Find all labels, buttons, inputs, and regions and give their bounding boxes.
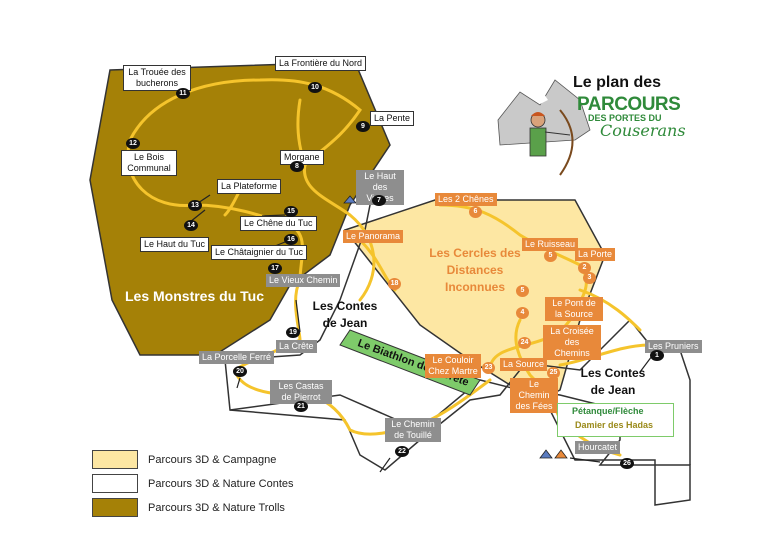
- label-source: La Source: [500, 358, 548, 371]
- legend-swatch-trolls: [92, 498, 138, 517]
- label-plateforme: La Plateforme: [217, 179, 282, 194]
- marker-18[interactable]: 18: [388, 278, 401, 290]
- marker-10[interactable]: 10: [308, 82, 322, 93]
- label-castas: Les Castas de Pierrot: [270, 380, 332, 404]
- label-trouee: La Trouée des bucherons: [123, 65, 191, 91]
- marker-20[interactable]: 20: [233, 366, 247, 377]
- marker-5b[interactable]: 5: [516, 285, 529, 297]
- marker-4[interactable]: 4: [516, 307, 529, 319]
- label-ruisseau: Le Ruisseau: [522, 238, 579, 251]
- marker-7[interactable]: 7: [372, 195, 386, 206]
- marker-1[interactable]: 1: [650, 350, 664, 361]
- zone-trolls-label: Les Monstres du Tuc: [125, 288, 264, 304]
- marker-19[interactable]: 19: [286, 327, 300, 338]
- label-frontiere: La Frontière du Nord: [275, 56, 367, 71]
- marker-3[interactable]: 3: [583, 272, 596, 284]
- legend-label-campagne: Parcours 3D & Campagne: [148, 453, 277, 466]
- zone-contes-left-label: Les Contes de Jean: [312, 299, 378, 330]
- label-crete: La Crête: [276, 340, 317, 353]
- label-chemin-touille: Le Chemin de Touillé: [385, 418, 441, 442]
- tent-icon: [343, 195, 568, 459]
- label-porte: La Porte: [575, 248, 616, 261]
- legend-swatch-campagne: [92, 450, 138, 469]
- marker-15[interactable]: 15: [284, 206, 298, 217]
- marker-5a[interactable]: 5: [544, 250, 557, 262]
- label-chataignier: Le Châtaignier du Tuc: [211, 245, 308, 260]
- zone-contes-right-label: Les Contes de Jean: [580, 366, 646, 397]
- marker-14[interactable]: 14: [184, 220, 198, 231]
- label-bois-communal: Le Bois Communal: [121, 150, 177, 176]
- marker-21[interactable]: 21: [294, 401, 308, 412]
- logo-parcours: PARCOURS: [577, 94, 681, 115]
- logo-portes: DES PORTES DU: [588, 113, 662, 123]
- label-vieux-chemin: Le Vieux Chemin: [266, 274, 341, 287]
- marker-26[interactable]: 26: [620, 458, 634, 469]
- marker-24[interactable]: 24: [518, 337, 531, 349]
- archer-illustration: [497, 79, 591, 176]
- marker-2[interactable]: 2: [578, 262, 591, 274]
- label-haut-tuc: Le Haut du Tuc: [140, 237, 210, 252]
- marker-22[interactable]: 22: [395, 446, 409, 457]
- legend-trolls: Parcours 3D & Nature Trolls: [92, 498, 285, 517]
- marker-17[interactable]: 17: [268, 263, 282, 274]
- label-couloir: Le Couloir Chez Martre: [425, 354, 481, 378]
- label-porcelle: La Porcelle Ferré: [199, 351, 275, 364]
- marker-23[interactable]: 23: [482, 362, 495, 374]
- label-pruniers: Les Pruniers: [645, 340, 702, 353]
- biathlon-bar: [339, 329, 481, 396]
- label-pente: La Pente: [370, 111, 415, 126]
- marker-11[interactable]: 11: [176, 88, 190, 99]
- marker-9[interactable]: 9: [356, 121, 370, 132]
- label-chene: Le Chêne du Tuc: [240, 216, 317, 231]
- zone-cercles-label: Les Cercles des Distances Inconnues: [429, 246, 521, 294]
- marker-12[interactable]: 12: [126, 138, 140, 149]
- legend-campagne: Parcours 3D & Campagne: [92, 450, 276, 469]
- label-chemin-fees: Le Chemin des Fées: [510, 378, 558, 413]
- legend-swatch-contes: [92, 474, 138, 493]
- marker-13[interactable]: 13: [188, 200, 202, 211]
- marker-16[interactable]: 16: [284, 234, 298, 245]
- label-morgane: Morgane: [280, 150, 324, 165]
- zone-trolls-area: [89, 61, 391, 356]
- label-petanque: Pétanque/Flèche: [572, 406, 644, 416]
- legend-label-trolls: Parcours 3D & Nature Trolls: [148, 501, 285, 514]
- label-damier: Damier des Hadas: [575, 420, 654, 430]
- logo-couserans: Couserans: [600, 121, 686, 140]
- label-deux-chenes: Les 2 Chênes: [435, 193, 497, 206]
- label-croisee: La Croisée des Chemins: [543, 325, 601, 360]
- petanque-box: [557, 403, 674, 437]
- legend-label-contes: Parcours 3D & Nature Contes: [148, 477, 294, 490]
- marker-8[interactable]: 8: [290, 161, 304, 172]
- marker-25[interactable]: 25: [547, 367, 560, 379]
- map-title: Le plan des: [573, 74, 662, 91]
- label-panorama: Le Panorama: [343, 230, 404, 243]
- label-pont-source: Le Pont de la Source: [545, 297, 603, 321]
- label-hourcatet: Hourcatet: [575, 441, 621, 454]
- marker-6[interactable]: 6: [469, 206, 482, 218]
- legend-contes: Parcours 3D & Nature Contes: [92, 474, 294, 493]
